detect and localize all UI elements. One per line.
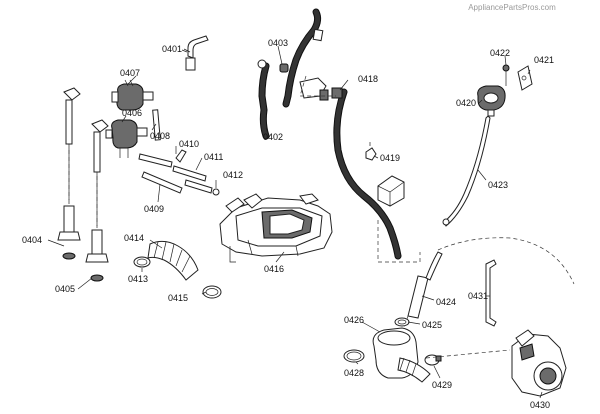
label-0410: 0410: [179, 139, 199, 149]
part-0407-inlet-valve: [111, 79, 154, 111]
part-0431-bracket: [485, 259, 497, 327]
label-0418: 0418: [358, 74, 378, 84]
label-0407: 0407: [120, 68, 140, 78]
part-0426-sump-hose: [372, 327, 431, 383]
part-bracket: [377, 175, 405, 207]
part-0428-clamp: [343, 349, 365, 363]
label-0416: 0416: [264, 264, 284, 274]
label-0404: 0404: [22, 235, 42, 245]
part-0421-bracket: [517, 65, 533, 91]
part-0401-y-fitting: [183, 35, 209, 71]
watermark: AppliancePartsPros.com: [468, 3, 556, 12]
label-0408: 0408: [150, 131, 170, 141]
part-0430-drain-pump: [425, 329, 567, 397]
label-0426: 0426: [344, 315, 364, 325]
label-0409: 0409: [144, 204, 164, 214]
part-0423-pressure-tube: [442, 115, 491, 227]
label-0430: 0430: [530, 400, 550, 410]
label-0420: 0420: [456, 98, 476, 108]
label-0411: 0411: [204, 152, 223, 162]
label-0419: 0419: [380, 153, 400, 163]
label-0412: 0412: [223, 170, 243, 180]
part-inlet-hoses-left: [57, 87, 109, 282]
label-0425: 0425: [422, 320, 442, 330]
part-0422-screw: [502, 64, 510, 86]
part-0419-clip: [365, 142, 377, 161]
label-0415: 0415: [168, 293, 188, 303]
label-0431: 0431: [468, 291, 488, 301]
part-labels: 0401 0402 0403 0404 0405 0406 0407 0408 …: [22, 38, 554, 410]
label-0429: 0429: [432, 380, 452, 390]
label-0422: 0422: [490, 48, 510, 58]
part-0402-hose: [257, 8, 324, 140]
label-0402: 0402: [263, 132, 283, 142]
part-0420-pressure-switch: [477, 85, 506, 117]
part-0414-corrugated-hose: [147, 240, 199, 281]
part-tubes-0408-0411: [138, 109, 220, 196]
part-0416-dispenser-housing: [219, 193, 333, 263]
label-0413: 0413: [128, 274, 148, 284]
label-0423: 0423: [488, 180, 508, 190]
part-0429-clamp: [424, 354, 442, 366]
label-0401: 0401: [162, 44, 182, 54]
label-0406: 0406: [122, 108, 142, 118]
label-0424: 0424: [436, 297, 456, 307]
part-0413-clamp: [133, 256, 151, 268]
label-0414: 0414: [124, 233, 144, 243]
part-0415-clamp: [202, 285, 222, 299]
label-0421: 0421: [534, 55, 554, 65]
leader-lines: [47, 45, 543, 399]
label-0405: 0405: [55, 284, 75, 294]
part-0425-ring: [394, 317, 410, 327]
part-0418-drain-hose: [299, 75, 421, 263]
part-0406-inlet-valve: [105, 119, 148, 158]
label-0428: 0428: [344, 368, 364, 378]
label-0403: 0403: [268, 38, 288, 48]
